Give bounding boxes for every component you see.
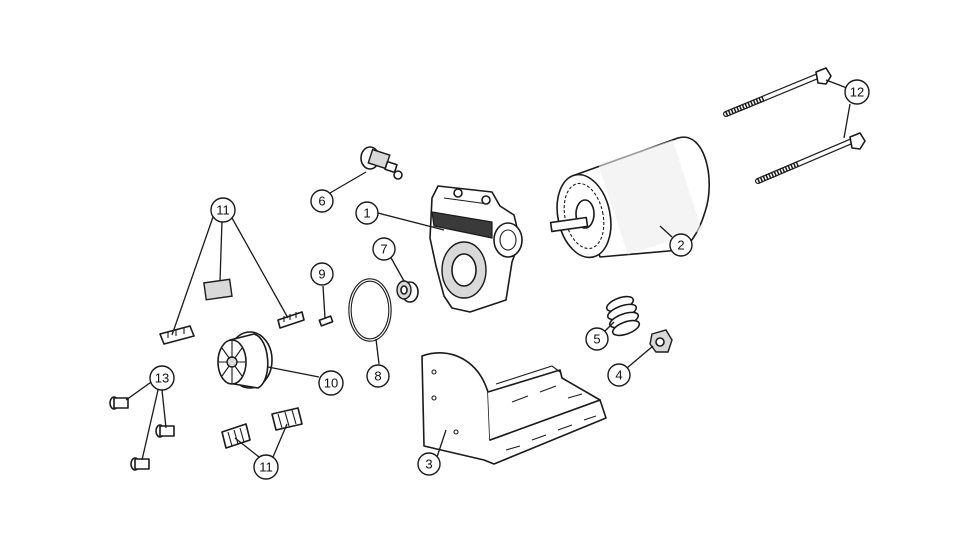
vane-upper-left <box>159 325 195 345</box>
key <box>318 315 334 327</box>
long-bolt-upper <box>723 67 832 117</box>
callout-11-top: 11 <box>210 197 236 223</box>
svg-text:4: 4 <box>615 368 622 383</box>
screw-2 <box>155 424 175 438</box>
svg-text:10: 10 <box>324 376 338 391</box>
vane-lower-left <box>221 423 251 449</box>
svg-text:8: 8 <box>374 369 381 384</box>
svg-text:2: 2 <box>677 238 684 253</box>
callout-4: 4 <box>607 363 631 387</box>
svg-text:13: 13 <box>155 371 169 386</box>
callout-11-bottom: 11 <box>253 454 279 480</box>
svg-text:1: 1 <box>363 206 370 221</box>
screw-1 <box>109 396 129 410</box>
svg-text:6: 6 <box>318 194 325 209</box>
fitting-plug <box>360 146 403 180</box>
callout-6: 6 <box>310 189 334 213</box>
svg-text:3: 3 <box>425 457 432 472</box>
callout-8: 8 <box>366 364 390 388</box>
long-bolt-lower <box>755 132 866 184</box>
callout-2: 2 <box>669 233 693 257</box>
coupling <box>649 329 673 353</box>
svg-text:11: 11 <box>259 460 273 475</box>
vane-upper-right <box>277 311 305 329</box>
callout-12: 12 <box>844 79 870 105</box>
svg-text:11: 11 <box>216 203 230 218</box>
callout-10: 10 <box>318 370 344 396</box>
leader-lines <box>125 79 851 461</box>
callout-5: 5 <box>585 327 609 351</box>
svg-text:7: 7 <box>380 242 387 257</box>
callout-9: 9 <box>310 262 334 286</box>
svg-text:12: 12 <box>850 85 864 100</box>
svg-text:5: 5 <box>593 332 600 347</box>
svg-text:9: 9 <box>318 267 325 282</box>
vane-lower-right <box>271 407 303 431</box>
impeller <box>217 331 273 389</box>
screw-3 <box>130 457 150 471</box>
vane-center <box>203 278 233 301</box>
pump-housing <box>429 185 523 313</box>
callout-13: 13 <box>149 365 175 391</box>
spring <box>605 295 641 337</box>
seal <box>396 280 419 303</box>
callout-7: 7 <box>372 237 396 261</box>
motor <box>549 136 711 259</box>
callout-3: 3 <box>417 452 441 476</box>
mounting-bracket <box>421 352 607 465</box>
callout-1: 1 <box>355 201 379 225</box>
